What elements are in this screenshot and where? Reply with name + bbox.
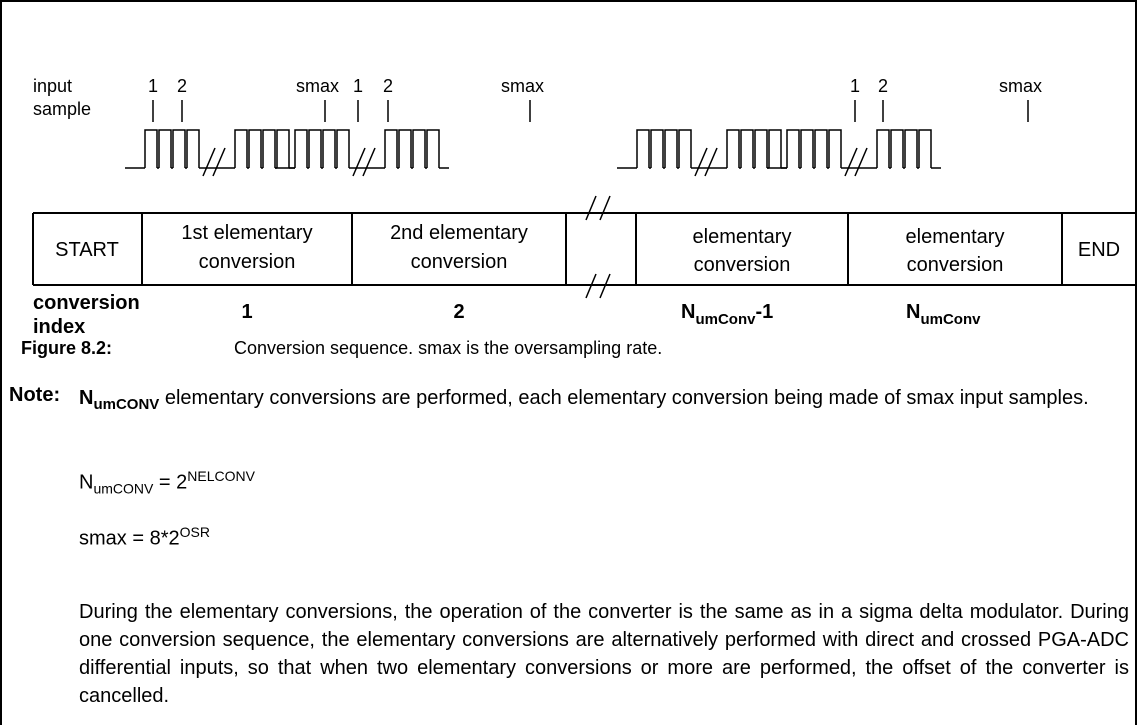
- figure-label: Figure 8.2:: [21, 338, 113, 358]
- note-paragraph: During the elementary conversions, the o…: [79, 601, 1129, 707]
- cell-second-line1: 2nd elementary: [390, 222, 528, 244]
- input-label-line2: sample: [33, 99, 91, 119]
- note-text: NumCONV elementary conversions are perfo…: [79, 384, 1129, 419]
- pulse-train: [294, 129, 350, 169]
- pulse-train: [234, 129, 290, 169]
- marker-2: 2: [383, 76, 393, 96]
- cell-elem-b-line2: conversion: [907, 254, 1004, 276]
- input-label-line1: input: [33, 76, 72, 96]
- cell-elem-a-line1: elementary: [693, 226, 792, 248]
- note-n-symbol: NumCONV: [79, 387, 160, 413]
- cell-elem-a-line2: conversion: [694, 254, 791, 276]
- marker-smax: smax: [296, 76, 339, 96]
- break-mark: [362, 147, 376, 177]
- break-mark: [212, 147, 226, 177]
- index-n: NumConv: [906, 301, 981, 328]
- break-mark: [202, 147, 216, 177]
- index-n-minus-1: NumConv-1: [681, 301, 773, 328]
- marker-smax: smax: [999, 76, 1042, 96]
- break-mark: [694, 147, 708, 177]
- pulse-train: [786, 129, 842, 169]
- equation-smax: smax = 8*2OSR: [79, 524, 210, 550]
- index-2: 2: [453, 301, 464, 323]
- break-mark: [844, 147, 858, 177]
- figure-caption: Conversion sequence. smax is the oversam…: [234, 338, 663, 358]
- cell-first-line1: 1st elementary: [181, 222, 312, 244]
- equation-numconv: NumCONV = 2NELCONV: [79, 468, 255, 497]
- pulse-trains: [125, 129, 941, 177]
- marker-1: 1: [850, 76, 860, 96]
- marker-2: 2: [177, 76, 187, 96]
- cell-first-line2: conversion: [199, 251, 296, 273]
- marker-1: 1: [353, 76, 363, 96]
- note-label: Note:: [9, 384, 61, 406]
- cell-second-line2: conversion: [411, 251, 508, 273]
- index-1: 1: [241, 301, 252, 323]
- marker-2: 2: [878, 76, 888, 96]
- pulse-train: [876, 129, 932, 169]
- cell-elem-b-line1: elementary: [906, 226, 1005, 248]
- marker-smax: smax: [501, 76, 544, 96]
- index-label-line2: index: [33, 316, 85, 338]
- pulse-train: [384, 129, 440, 169]
- break-mark: [352, 147, 366, 177]
- break-mark: [854, 147, 868, 177]
- note-text-rest: elementary conversions are performed, ea…: [159, 387, 1089, 409]
- conversion-table: [32, 212, 1137, 286]
- cell-start: START: [55, 239, 119, 261]
- break-marks: [585, 195, 611, 299]
- index-label-line1: conversion: [33, 292, 140, 314]
- cell-end: END: [1078, 239, 1120, 261]
- marker-1: 1: [148, 76, 158, 96]
- pulse-train: [636, 129, 692, 169]
- pulse-train: [726, 129, 782, 169]
- break-mark: [704, 147, 718, 177]
- pulse-train: [144, 129, 200, 169]
